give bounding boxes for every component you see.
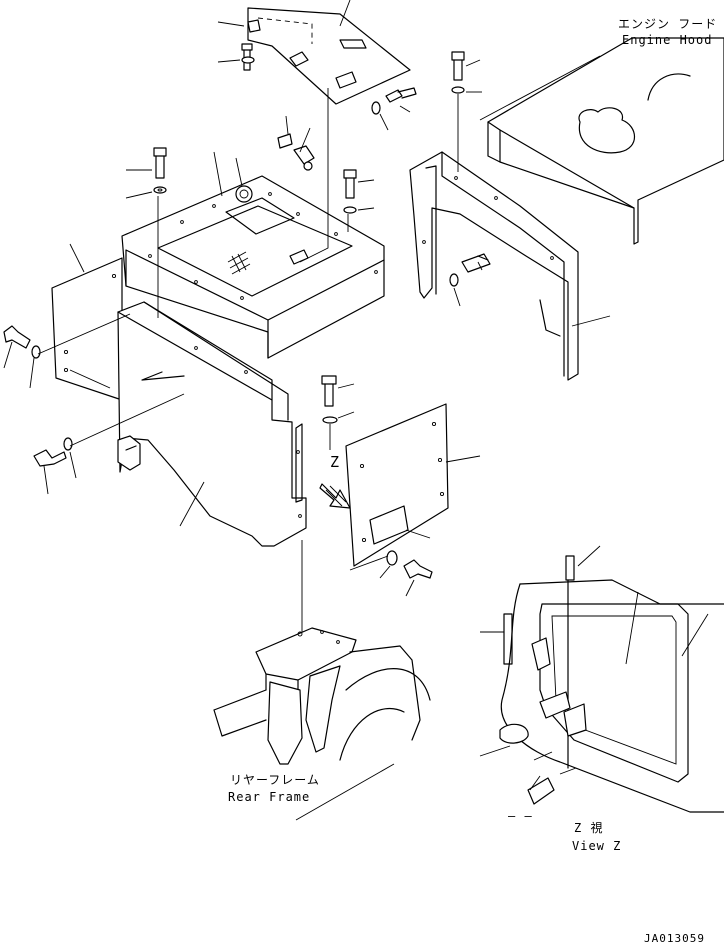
engine-hood bbox=[487, 37, 724, 245]
bolt-icon bbox=[3, 325, 31, 349]
view-z-detail bbox=[479, 545, 724, 813]
left-side-plate bbox=[51, 257, 123, 401]
view-arrow-label: Z bbox=[330, 453, 341, 471]
bolt-icon bbox=[321, 375, 337, 407]
hood-support-frame bbox=[409, 151, 579, 381]
bolt-icon bbox=[385, 87, 417, 103]
top-cover-plate bbox=[247, 7, 411, 105]
bolt-icon bbox=[153, 147, 167, 179]
drawing-number: JA013059 bbox=[644, 932, 705, 945]
right-side-panel bbox=[345, 403, 449, 567]
fasteners bbox=[3, 19, 491, 579]
view-z-arrow bbox=[319, 483, 351, 509]
rear-frame-label-jp: リヤーフレーム bbox=[230, 773, 320, 787]
bolt-icon bbox=[343, 169, 357, 199]
assembly-lines bbox=[37, 55, 601, 632]
bolt-icon bbox=[33, 449, 67, 467]
bolt-icon bbox=[247, 19, 261, 33]
dash-mark: — — bbox=[508, 809, 533, 823]
rear-frame bbox=[213, 627, 431, 765]
view-label-en: View Z bbox=[572, 839, 622, 853]
rear-housing bbox=[117, 301, 307, 547]
bolt-icon bbox=[451, 51, 465, 81]
rear-frame-label-en: Rear Frame bbox=[228, 790, 311, 804]
engine-hood-label-en: Engine Hood bbox=[622, 33, 713, 47]
bolt-icon bbox=[461, 253, 491, 273]
bolt-icon bbox=[403, 559, 433, 579]
callout-leaders bbox=[3, 0, 611, 821]
upper-housing bbox=[121, 175, 385, 359]
view-label-jp: Z 視 bbox=[574, 821, 604, 835]
engine-hood-label-jp: エンジン フード bbox=[618, 17, 718, 31]
